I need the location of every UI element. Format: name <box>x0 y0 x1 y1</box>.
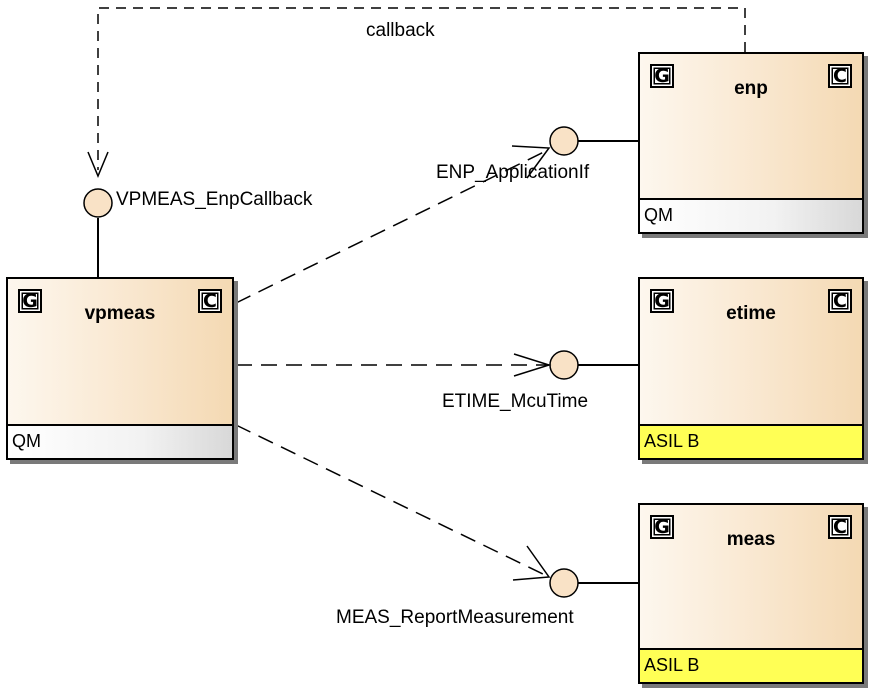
dependency-enp <box>235 149 549 304</box>
safety-level: QM <box>8 424 232 458</box>
generic-icon: G <box>650 64 674 88</box>
enp-application-interface-ball <box>549 126 579 156</box>
etime-mcutime-interface-ball <box>549 350 579 380</box>
dependency-meas-arrowhead <box>512 545 551 581</box>
generic-icon: G <box>650 515 674 539</box>
component-icon: C <box>828 64 852 88</box>
component-etime[interactable]: G etime C ASIL B <box>638 277 864 460</box>
callback-label: callback <box>366 20 435 41</box>
dependency-etime-arrowhead <box>513 353 552 377</box>
enp-callback-interface-ball <box>83 188 113 218</box>
enp-application-interface-label: ENP_ApplicationIf <box>436 162 590 183</box>
component-icon: C <box>828 289 852 313</box>
component-meas[interactable]: G meas C ASIL B <box>638 503 864 684</box>
meas-report-interface-label: MEAS_ReportMeasurement <box>336 607 574 628</box>
safety-level: QM <box>640 198 862 232</box>
component-name: vpmeas <box>84 303 156 324</box>
generic-icon: G <box>18 289 42 313</box>
component-enp[interactable]: G enp C QM <box>638 52 864 234</box>
enp-callback-interface-label: VPMEAS_EnpCallback <box>116 189 313 210</box>
callback-arrowhead <box>87 151 109 178</box>
meas-report-interface-ball <box>549 568 579 598</box>
safety-level: ASIL B <box>640 648 862 682</box>
component-name: meas <box>726 529 776 550</box>
component-icon: C <box>828 515 852 539</box>
component-name: etime <box>726 303 776 324</box>
dependency-meas <box>235 424 550 578</box>
component-vpmeas[interactable]: G vpmeas C QM <box>6 277 234 460</box>
component-name: enp <box>734 78 768 99</box>
callback-connector <box>97 7 746 170</box>
dependency-enp-arrowhead <box>511 145 551 179</box>
generic-icon: G <box>650 289 674 313</box>
safety-level: ASIL B <box>640 424 862 458</box>
etime-mcutime-interface-label: ETIME_McuTime <box>442 391 589 412</box>
component-icon: C <box>198 289 222 313</box>
